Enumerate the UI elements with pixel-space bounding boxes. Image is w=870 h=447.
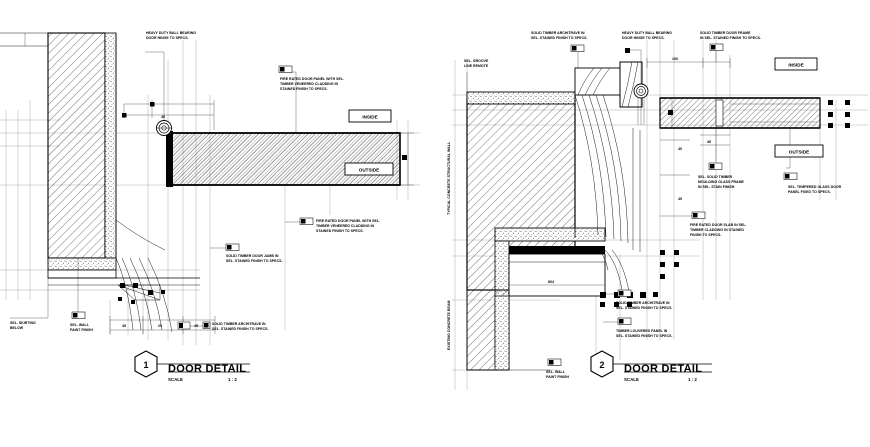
scale-value: 1 : 2 bbox=[228, 377, 237, 382]
detail-2-timber-grain bbox=[574, 94, 641, 252]
detail-1-group: 40 45 20 45 HEAVY DUTY BALL BEAR bbox=[0, 31, 420, 382]
annotation-line: SEL. SOLID TIMBER bbox=[698, 175, 733, 179]
annotation-line: FIRE RATED DOOR SLAB IN SEL. bbox=[690, 223, 747, 227]
dimension-value-100: 100 bbox=[672, 57, 678, 61]
detail-1-outside-tag: OUTSIDE bbox=[344, 162, 394, 176]
dimension-value-45c: 45 bbox=[678, 197, 682, 201]
scale-label: SCALE bbox=[624, 377, 639, 382]
detail-title: DOOR DETAIL bbox=[624, 363, 702, 375]
annotation-line: STAINED FINISH TO SPECS. bbox=[316, 229, 364, 233]
annotation-hinge-note-2: HEAVY DUTY BALL BEARING DOOR HINGE TO SP… bbox=[622, 31, 672, 84]
vertical-label-wall: TYPICAL CONCRETE STRUCTURAL WALL bbox=[447, 141, 451, 215]
annotation-line: SEL. STAINED FINISH TO SPECS. bbox=[212, 327, 268, 331]
annotation-line: TIMBER VENEERED CLADDING IN bbox=[280, 82, 339, 86]
annotation-hinge-note-1: HEAVY DUTY BALL BEARING DOOR HINGE TO SP… bbox=[145, 31, 196, 121]
annotation-skirting-note: SEL. SKIRTING BELOW bbox=[10, 278, 49, 330]
detail-1-skirting-floor bbox=[47, 257, 200, 304]
detail-1-door-panel bbox=[166, 131, 401, 187]
scale-label: SCALE bbox=[168, 377, 183, 382]
annotation-door-panel-note-1: FIRE RATED DOOR PANEL WITH SEL. TIMBER V… bbox=[278, 65, 344, 133]
annotation-line: FINISH TO SPECS. bbox=[690, 233, 721, 237]
annotation-line: SEL. STAINED FINISH TO SPECS. bbox=[226, 259, 282, 263]
vertical-label-beam: EXISTING CONCRETE BEAM bbox=[447, 300, 451, 350]
dimension-value-45a: 45 bbox=[122, 324, 126, 328]
annotation-louvered-panel-note: TIMBER LOUVERED PANEL IN SEL. STAINED FI… bbox=[603, 317, 672, 338]
detail-title: DOOR DETAIL bbox=[168, 363, 246, 375]
annotation-line: TIMBER CLADDING IN STAINED bbox=[690, 228, 744, 232]
detail-1-wall-assembly bbox=[0, 32, 117, 259]
annotation-architrave-low-note: SOLID TIMBER ARCHITRAVE IN SEL. STAINED … bbox=[603, 289, 672, 310]
detail-2-hinge-symbol bbox=[633, 83, 649, 125]
annotation-door-frame-note: SOLID TIMBER DOOR FRAME IN SEL. STAINED … bbox=[700, 31, 761, 62]
detail-2-vertical-labels: TYPICAL CONCRETE STRUCTURAL WALL EXISTIN… bbox=[447, 141, 451, 350]
detail-1-timber-grain bbox=[115, 219, 173, 333]
annotation-door-jamb-note: SOLID TIMBER DOOR JAMB IN SEL. STAINED F… bbox=[210, 243, 282, 263]
annotation-line: SOLID TIMBER ARCHITRAVE IN bbox=[212, 322, 266, 326]
detail-2-outside-tag: OUTSIDE bbox=[774, 144, 824, 158]
annotation-architrave-note-1: SOLID TIMBER ARCHITRAVE IN SEL. STAINED … bbox=[190, 321, 268, 331]
detail-2-inside-tag: INSIDE bbox=[774, 57, 818, 71]
dimension-value-45d: 45 bbox=[707, 140, 711, 144]
annotation-line: SEL. WALL bbox=[70, 323, 90, 327]
detail-number: 1 bbox=[143, 360, 148, 370]
annotation-line: MOULDING GLASS FRAME bbox=[698, 180, 745, 184]
annotation-line: PAINT FINISH bbox=[546, 375, 569, 379]
dimension-value-40b: 40 bbox=[678, 147, 682, 151]
annotation-line: FIRE RATED DOOR PANEL WITH SEL. bbox=[280, 77, 344, 81]
annotation-line: BELOW bbox=[10, 326, 24, 330]
annotation-line: SEL. STAINED FINISH TO SPECS. bbox=[616, 334, 672, 338]
detail-2-door-slab-head bbox=[659, 97, 850, 129]
annotation-line: SEL. SKIRTING bbox=[10, 321, 36, 325]
detail-2-group: 804 100 40 45 45 bbox=[447, 31, 868, 390]
detail-number: 2 bbox=[599, 360, 604, 370]
annotation-line: PANEL FIXED TO SPECS. bbox=[788, 190, 831, 194]
detail-1-hinge-symbol bbox=[156, 120, 172, 136]
annotation-line: IN SEL. STAINED FINISH TO SPECS. bbox=[700, 36, 761, 40]
dimension-value-40: 40 bbox=[161, 115, 165, 119]
annotation-line: IN SEL. STAIN FINISH bbox=[698, 185, 735, 189]
detail-1-dimensions: 40 bbox=[122, 100, 414, 186]
outside-label: OUTSIDE bbox=[789, 150, 809, 155]
scale-value: 1 : 2 bbox=[688, 377, 697, 382]
annotation-line: SEL. GROOVE bbox=[464, 59, 489, 63]
outside-label: OUTSIDE bbox=[359, 168, 379, 173]
annotation-fire-rated-panel-note: FIRE RATED DOOR PANEL WITH SEL. TIMBER V… bbox=[285, 217, 380, 233]
annotation-glass-frame-note: SEL. SOLID TIMBER MOULDING GLASS FRAME I… bbox=[698, 128, 745, 189]
annotation-line: DOOR HINGE TO SPECS. bbox=[622, 36, 665, 40]
annotation-line: SEL. WALL bbox=[546, 370, 566, 374]
annotation-line: STAINED FINISH TO SPECS. bbox=[280, 87, 328, 91]
annotation-line: PAINT FINISH bbox=[70, 328, 93, 332]
detail-2-door-frame-head bbox=[574, 61, 643, 108]
annotation-wall-paint-note-2: SEL. WALL PAINT FINISH bbox=[509, 358, 569, 379]
annotation-line: DOOR HINGE TO SPECS. bbox=[146, 36, 189, 40]
detail-2-lower-wall bbox=[466, 289, 510, 371]
annotation-line: LINE REMOTE bbox=[464, 64, 489, 68]
annotation-line: SOLID TIMBER ARCHITRAVE IN bbox=[616, 301, 670, 305]
annotation-line: HEAVY DUTY BALL BEARING bbox=[146, 31, 196, 35]
annotation-line: FIRE RATED DOOR PANEL WITH SEL. bbox=[316, 219, 380, 223]
annotation-line: SEL. STAINED FINISH TO SPECS. bbox=[616, 306, 672, 310]
annotation-line: SOLID TIMBER ARCHITRAVE IN bbox=[531, 31, 585, 35]
annotation-line: SEL. STAINED FINISH TO SPECS. bbox=[531, 36, 587, 40]
annotation-door-slab-note: FIRE RATED DOOR SLAB IN SEL. TIMBER CLAD… bbox=[660, 211, 747, 237]
annotation-groove-note: SEL. GROOVE LINE REMOTE bbox=[464, 59, 489, 92]
inside-label: INSIDE bbox=[362, 115, 377, 120]
detail-2-title-block: 2 DOOR DETAIL SCALE 1 : 2 bbox=[590, 350, 712, 382]
annotation-line: TIMBER LOUVERED PANEL IN bbox=[616, 329, 668, 333]
annotation-line: HEAVY DUTY BALL BEARING bbox=[622, 31, 672, 35]
dimension-value-804: 804 bbox=[548, 280, 554, 284]
annotation-line: SOLID TIMBER DOOR FRAME bbox=[700, 31, 751, 35]
detail-2-lower-panel: 804 bbox=[508, 245, 679, 307]
annotation-line: TIMBER VENEERED CLADDING IN bbox=[316, 224, 375, 228]
annotation-architrave-top-note: SOLID TIMBER ARCHITRAVE IN SEL. STAINED … bbox=[531, 31, 587, 68]
dimension-value-20: 20 bbox=[158, 324, 162, 328]
annotation-line: SOLID TIMBER DOOR JAMB IN bbox=[226, 254, 279, 258]
detail-1-title-block: 1 DOOR DETAIL SCALE 1 : 2 bbox=[134, 350, 250, 382]
inside-label: INSIDE bbox=[788, 63, 803, 68]
detail-2-dimensions: 100 40 45 45 bbox=[646, 57, 731, 201]
annotation-wall-paint-note-1: SEL. WALL PAINT FINISH bbox=[70, 258, 93, 332]
annotation-line: SEL. TEMPERED GLASS DOOR bbox=[788, 185, 842, 189]
detail-1-inside-tag: INSIDE bbox=[348, 109, 392, 123]
